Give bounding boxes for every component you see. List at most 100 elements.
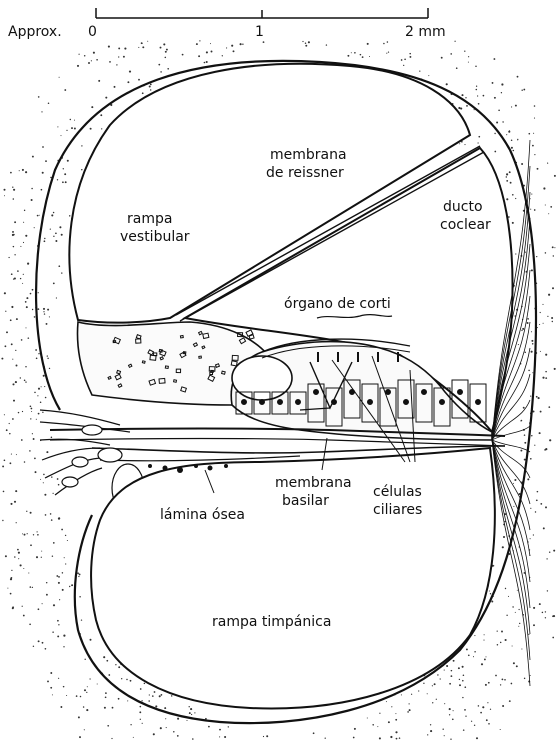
stipple-dot	[484, 658, 486, 660]
stipple-dot	[538, 397, 540, 399]
stipple-dot	[210, 43, 211, 44]
stipple-dot	[70, 119, 71, 120]
stipple-dot	[43, 375, 45, 377]
limbus-pore	[249, 335, 254, 339]
stipple-dot	[542, 612, 544, 614]
stipple-dot	[428, 75, 429, 76]
stipple-dot	[519, 623, 520, 624]
stipple-dot	[481, 663, 483, 665]
stipple-dot	[11, 273, 13, 275]
stipple-dot	[194, 712, 195, 713]
stipple-dot	[154, 691, 156, 693]
stipple-dot	[551, 317, 553, 319]
stipple-dot	[74, 128, 76, 130]
stipple-dot	[219, 729, 221, 731]
scale-tick-2: 2 mm	[405, 23, 446, 41]
stipple-dot	[489, 590, 490, 591]
stipple-dot	[263, 736, 264, 737]
stipple-dot	[79, 596, 81, 598]
stipple-dot	[100, 114, 102, 116]
stipple-dot	[52, 555, 53, 556]
stipple-dot	[488, 682, 490, 684]
stipple-dot	[171, 695, 173, 697]
stipple-dot	[462, 697, 463, 698]
stipple-dot	[62, 589, 64, 591]
stipple-dot	[71, 584, 73, 586]
stipple-dot	[517, 76, 519, 78]
cell-nucleus	[476, 400, 481, 405]
stipple-dot	[313, 732, 315, 734]
stipple-dot	[521, 163, 523, 165]
stipple-dot	[464, 709, 466, 711]
stipple-dot	[69, 215, 70, 216]
stipple-dot	[57, 635, 59, 637]
stipple-dot	[41, 189, 43, 191]
stipple-dot	[62, 181, 64, 183]
stipple-dot	[166, 49, 168, 51]
stipple-dot	[511, 147, 513, 149]
stipple-dot	[13, 246, 14, 247]
stipple-dot	[483, 95, 485, 97]
stipple-dot	[480, 712, 482, 714]
stipple-dot	[534, 118, 535, 119]
stipple-dot	[512, 606, 513, 607]
stipple-dot	[84, 55, 86, 57]
stipple-dot	[43, 474, 45, 476]
stipple-dot	[16, 318, 18, 320]
stipple-dot	[476, 737, 478, 739]
stipple-dot	[512, 194, 514, 196]
stipple-dot	[522, 328, 524, 330]
stipple-dot	[395, 713, 396, 714]
stipple-dot	[61, 272, 62, 273]
stipple-dot	[56, 575, 58, 577]
stipple-dot	[531, 194, 532, 195]
stipple-dot	[28, 572, 29, 573]
label-rampa-timpanica: rampa timpánica	[212, 613, 331, 631]
stipple-dot	[44, 238, 45, 239]
stipple-dot	[545, 611, 546, 612]
stipple-dot	[41, 557, 42, 558]
stipple-dot	[325, 738, 326, 739]
stipple-dot	[20, 377, 21, 378]
stipple-dot	[409, 53, 411, 55]
stipple-dot	[553, 255, 554, 256]
stipple-dot	[44, 313, 45, 314]
stipple-dot	[13, 198, 15, 200]
stipple-dot	[3, 189, 5, 191]
stipple-dot	[141, 42, 143, 44]
stipple-dot	[42, 146, 44, 148]
stipple-dot	[64, 557, 65, 558]
stipple-dot	[4, 459, 6, 461]
stipple-dot	[326, 44, 327, 45]
stipple-dot	[46, 451, 48, 453]
stipple-dot	[533, 534, 534, 535]
stipple-dot	[552, 246, 554, 248]
stipple-dot	[112, 707, 114, 709]
stipple-dot	[549, 439, 551, 441]
stipple-dot	[106, 660, 108, 662]
stipple-dot	[63, 646, 64, 647]
stipple-dot	[80, 696, 82, 698]
stipple-dot	[47, 358, 48, 359]
stipple-dot	[89, 678, 90, 679]
stipple-dot	[21, 439, 23, 441]
stipple-dot	[552, 615, 554, 617]
stipple-dot	[13, 278, 14, 279]
cell-nucleus	[458, 390, 463, 395]
stipple-dot	[160, 71, 162, 73]
stipple-dot	[530, 675, 531, 676]
stipple-dot	[464, 51, 465, 52]
stipple-dot	[459, 684, 461, 686]
stipple-dot	[531, 340, 533, 342]
stipple-dot	[51, 519, 53, 521]
stipple-dot	[14, 556, 16, 558]
stipple-dot	[353, 737, 355, 739]
stipple-dot	[451, 670, 453, 672]
stipple-dot	[61, 234, 63, 236]
stipple-dot	[165, 718, 166, 719]
stipple-dot	[31, 188, 33, 190]
stipple-dot	[208, 726, 210, 728]
stipple-dot	[140, 719, 141, 720]
stipple-dot	[536, 256, 537, 257]
stipple-dot	[367, 43, 369, 45]
